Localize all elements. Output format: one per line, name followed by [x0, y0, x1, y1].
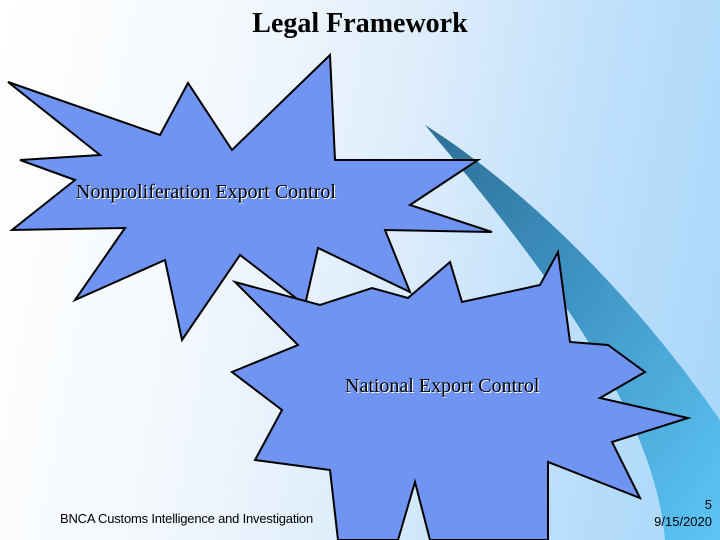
slide-title: Legal Framework: [252, 8, 468, 39]
slide-date: 9/15/2020: [654, 514, 712, 529]
page-number: 5: [704, 497, 712, 512]
footer-organization: BNCA Customs Intelligence and Investigat…: [60, 511, 313, 526]
footer-page-info: 5 9/15/2020: [592, 496, 712, 530]
national-export-label: National Export Control: [345, 375, 540, 397]
decorative-swoosh: [425, 125, 720, 540]
nonproliferation-label: Nonproliferation Export Control: [76, 181, 336, 203]
starburst-national: [230, 248, 692, 540]
starburst-nonproliferation: [7, 52, 493, 343]
